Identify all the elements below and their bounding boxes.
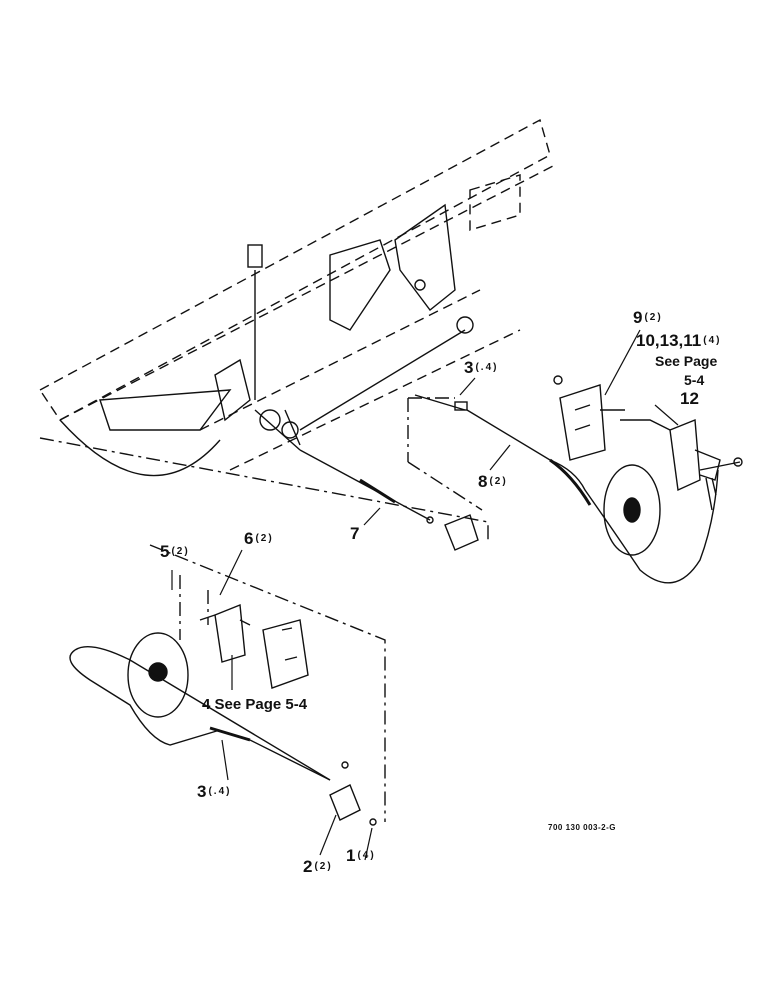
callout-5-number: 5 bbox=[160, 542, 170, 561]
header-frame bbox=[38, 118, 556, 471]
callout-7: 7 bbox=[350, 524, 360, 543]
callout-1: 1(4) bbox=[346, 847, 376, 864]
callout-3-bottom-number: 3 bbox=[197, 782, 207, 801]
page-ref-top: 5-4 bbox=[684, 372, 705, 388]
callout-6-qty: (2) bbox=[255, 533, 274, 544]
leader-lines bbox=[171, 329, 679, 861]
callout-2-qty: (2) bbox=[314, 861, 333, 872]
callout-6: 6(2) bbox=[244, 530, 274, 547]
bracket-9 bbox=[553, 375, 625, 461]
bracket-2 bbox=[329, 761, 377, 826]
vertical-rod bbox=[247, 244, 263, 400]
see-page-top: See Page bbox=[655, 353, 718, 369]
plate bbox=[262, 619, 309, 689]
callout-2-number: 2 bbox=[303, 857, 313, 876]
callout-2: 2(2) bbox=[303, 858, 333, 875]
callout-5: 5(2) bbox=[160, 543, 190, 560]
cable-7 bbox=[299, 449, 431, 521]
callout-10-13-11-number: 10,13,11 bbox=[636, 331, 702, 350]
upper-right-wheel bbox=[603, 464, 661, 556]
frame-brackets bbox=[99, 203, 456, 431]
callout-3-top-number: 3 bbox=[464, 358, 474, 377]
upper-gauge-wheel bbox=[59, 419, 221, 477]
latch-4 bbox=[199, 604, 251, 663]
callout-8-number: 8 bbox=[478, 472, 488, 491]
drawing-code: 700 130 003-2-G bbox=[548, 823, 616, 832]
cable-8 bbox=[414, 394, 719, 584]
callout-1-number: 1 bbox=[346, 846, 356, 865]
callout-10-13-11: 10,13,11(4) bbox=[636, 332, 721, 349]
callout-9-qty: (2) bbox=[644, 312, 663, 323]
callout-6-number: 6 bbox=[244, 529, 254, 548]
callout-10-13-11-qty: (4) bbox=[703, 335, 722, 346]
callout-3-bottom-qty: (.4) bbox=[208, 786, 232, 797]
callout-3-top-qty: (.4) bbox=[475, 362, 499, 373]
callout-3-top: 3(.4) bbox=[464, 359, 498, 376]
cable-3-lower bbox=[69, 646, 331, 781]
callout-12: 12 bbox=[680, 389, 699, 408]
callout-9-number: 9 bbox=[633, 308, 643, 327]
callout-8: 8(2) bbox=[478, 473, 508, 490]
callout-5-qty: (2) bbox=[171, 546, 190, 557]
callout-9: 9(2) bbox=[633, 309, 663, 326]
callout-3-bottom: 3(.4) bbox=[197, 783, 231, 800]
spring-linkage bbox=[254, 316, 474, 451]
cable-bracket-top bbox=[426, 514, 479, 551]
callout-4: 4 See Page 5-4 bbox=[202, 696, 308, 713]
lower-gauge-wheel bbox=[127, 632, 189, 718]
callout-1-qty: (4) bbox=[357, 850, 376, 861]
latch-12 bbox=[620, 418, 743, 511]
callout-8-qty: (2) bbox=[489, 476, 508, 487]
